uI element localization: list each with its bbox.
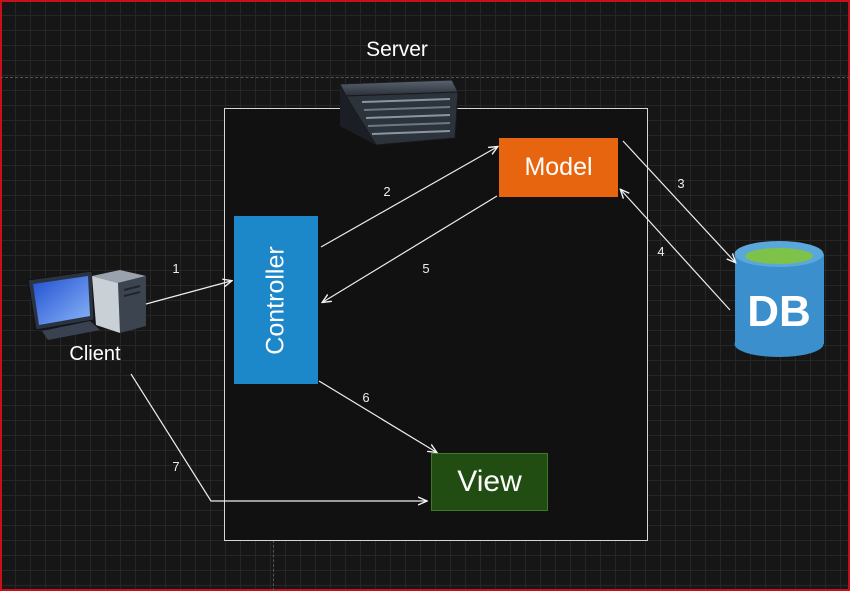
server-label: Server bbox=[366, 38, 428, 61]
arrow-4-db-to-model[interactable] bbox=[621, 190, 731, 311]
view-label: View bbox=[457, 465, 522, 498]
arrow-label-7: 7 bbox=[172, 459, 180, 474]
view-node[interactable]: View bbox=[431, 453, 548, 511]
model-label: Model bbox=[524, 153, 593, 181]
arrow-label-2: 2 bbox=[383, 184, 391, 199]
horizontal-guide-line bbox=[0, 77, 850, 78]
database-icon bbox=[734, 241, 824, 357]
arrow-label-6: 6 bbox=[362, 390, 370, 405]
server-icon bbox=[339, 79, 459, 146]
arrow-5-model-to-controller[interactable] bbox=[323, 195, 498, 302]
arrow-label-1: 1 bbox=[172, 261, 180, 276]
arrow-7-client-to-view[interactable] bbox=[130, 373, 426, 501]
arrow-3-model-to-db[interactable] bbox=[622, 140, 735, 262]
vertical-guide-line bbox=[273, 540, 274, 591]
client-label: Client bbox=[69, 343, 121, 365]
model-node[interactable]: Model bbox=[499, 138, 618, 197]
arrow-label-3: 3 bbox=[677, 176, 685, 191]
controller-node[interactable]: Controller bbox=[234, 216, 318, 384]
arrow-6-controller-to-view[interactable] bbox=[318, 380, 436, 452]
client-computer-icon bbox=[27, 270, 146, 340]
arrow-label-4: 4 bbox=[657, 244, 665, 259]
arrow-label-5: 5 bbox=[422, 261, 430, 276]
db-label: DB bbox=[747, 287, 811, 336]
arrow-1-client-to-controller[interactable] bbox=[145, 281, 231, 305]
arrow-2-controller-to-model[interactable] bbox=[320, 147, 497, 248]
